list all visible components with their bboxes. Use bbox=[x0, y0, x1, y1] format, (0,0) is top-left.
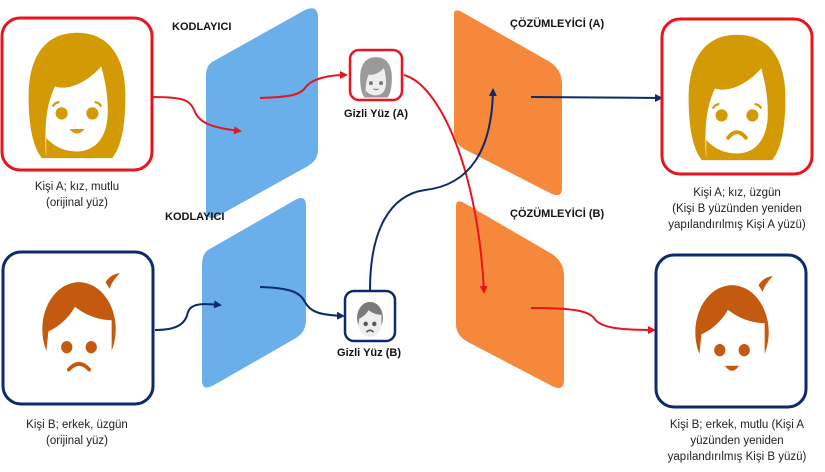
boy-happy-icon bbox=[695, 276, 773, 389]
arrow-input-a-to-encoder bbox=[151, 96, 242, 135]
latent-b-label: Gizli Yüz (B) bbox=[337, 347, 401, 359]
arrow-decoder-b-to-output-b bbox=[530, 307, 656, 334]
arrow-latent-a-to-decoder-b bbox=[403, 74, 488, 294]
latent-face-b bbox=[343, 289, 397, 343]
output-face-b-caption-line3: yapılandırılmış Kişi B yüzü) bbox=[668, 451, 807, 463]
input-face-b-caption-line1: Kişi B; erkek, üzgün bbox=[26, 419, 128, 431]
encoder-a-label: KODLAYICI bbox=[172, 21, 232, 33]
input-face-a-caption-line2: (orijinal yüz) bbox=[46, 197, 108, 209]
latent-face-a bbox=[348, 48, 404, 102]
output-face-b bbox=[654, 253, 808, 409]
girl-sad-icon bbox=[688, 34, 786, 161]
arrow-encoder-to-latent-a bbox=[259, 71, 348, 99]
encoder-b-label: KODLAYICI bbox=[165, 211, 225, 223]
decoder-b-label: ÇÖZÜMLEYİCİ (B) bbox=[510, 207, 604, 220]
input-face-b bbox=[1, 250, 155, 406]
output-face-b-caption-line1: Kişi B; erkek, mutlu (Kişi A bbox=[670, 419, 805, 431]
output-face-a-caption-line2: (Kişi B yüzünden yeniden bbox=[672, 203, 802, 215]
arrow-decoder-a-to-output-a bbox=[530, 93, 663, 102]
output-face-a bbox=[660, 17, 814, 176]
arrow-latent-b-to-decoder-a bbox=[369, 88, 497, 291]
output-face-b-caption-line2: yüzünden yeniden bbox=[690, 435, 783, 447]
decoder-b-panel bbox=[456, 201, 564, 388]
output-face-a-caption-line1: Kişi A; kız, üzgün bbox=[693, 187, 781, 199]
latent-boy-icon bbox=[357, 301, 383, 337]
latent-girl-icon bbox=[360, 57, 392, 98]
input-face-a-caption-line1: Kişi A; kız, mutlu bbox=[35, 181, 119, 193]
decoder-a-label: ÇÖZÜMLEYİCİ (A) bbox=[510, 17, 604, 30]
latent-a-label: Gizli Yüz (A) bbox=[344, 108, 408, 120]
arrow-input-b-to-encoder bbox=[154, 300, 222, 331]
girl-happy-icon bbox=[28, 32, 126, 159]
encoder-b-panel bbox=[202, 198, 306, 388]
input-face-a bbox=[0, 16, 154, 172]
boy-sad-icon bbox=[42, 273, 120, 386]
encoder-a-panel bbox=[206, 8, 318, 219]
arrow-encoder-to-latent-b bbox=[259, 286, 345, 320]
output-face-a-caption-line3: yapılandırılmış Kişi A yüzü) bbox=[668, 219, 806, 231]
input-face-b-caption-line2: (orijinal yüz) bbox=[46, 435, 108, 447]
